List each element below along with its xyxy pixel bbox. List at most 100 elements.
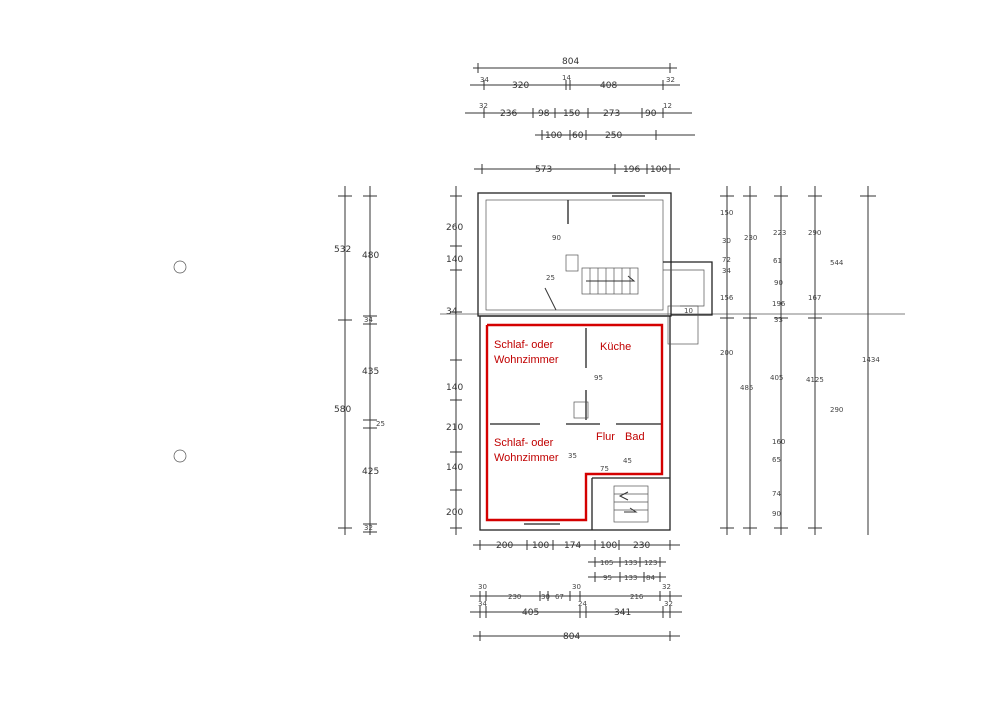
dim-label: 573 [535, 165, 552, 175]
dim-label: 133 [624, 559, 637, 567]
dim-label: 408 [600, 81, 617, 91]
dim-label: 34 [722, 267, 731, 275]
dim-label: 32 [662, 583, 671, 591]
dim-label: 90 [645, 109, 657, 119]
dim-label: 35 [568, 452, 577, 460]
dim-top-total: 804 [562, 57, 579, 67]
dim-label: 75 [600, 465, 609, 473]
dim-label: 95 [603, 574, 612, 582]
dim-label: 140 [446, 383, 463, 393]
dim-label: 90 [552, 234, 561, 242]
dim-label: 196 [772, 300, 786, 308]
dim-label: 98 [538, 109, 550, 119]
dim-label: 140 [446, 463, 463, 473]
dim-label: 90 [774, 279, 783, 287]
dim-label: 24 [578, 600, 587, 608]
dim-label: 30 [572, 583, 581, 591]
dim-label: 10 [684, 307, 693, 315]
dim-label: 273 [603, 109, 620, 119]
dim-label: 405 [522, 608, 539, 618]
dim-label: 160 [772, 438, 785, 446]
dim-label: 100 [532, 541, 549, 551]
dim-label: 1434 [862, 356, 880, 364]
room2-label-line2: Wohnzimmer [494, 452, 559, 464]
dim-label: 65 [772, 456, 781, 464]
dim-label: 14 [562, 74, 571, 82]
dim-label: 435 [362, 367, 379, 377]
dim-label: 34 [478, 600, 487, 608]
dim-label: 140 [446, 255, 463, 265]
dim-label: 480 [362, 251, 379, 261]
punch-hole-top [173, 260, 187, 274]
dim-label: 544 [830, 259, 844, 267]
dim-label: 196 [623, 165, 640, 175]
dim-label: 4125 [806, 376, 824, 384]
room-labels: Schlaf- oder Wohnzimmer Küche Flur Bad S… [494, 339, 645, 464]
dim-label: 260 [446, 223, 463, 233]
dim-label: 33 [774, 316, 783, 324]
plan-inner-dimensions: 90 25 95 35 75 10 45 [546, 234, 693, 473]
dim-label: 45 [623, 457, 632, 465]
dim-label: 34 [480, 76, 489, 84]
dim-label: 123 [644, 559, 657, 567]
dim-label: 72 [722, 256, 731, 264]
dim-label: 100 [650, 165, 667, 175]
dim-label: 174 [564, 541, 581, 551]
right-dimensions: 150 30 72 34 156 230 223 290 61 90 196 1… [720, 186, 880, 535]
punch-hole-bottom [173, 449, 187, 463]
dim-label: 12 [663, 102, 672, 110]
apartment-outline [485, 323, 664, 522]
dim-label: 425 [362, 467, 379, 477]
dim-label: 200 [446, 508, 463, 518]
dim-label: 34 [446, 307, 458, 317]
bath-label: Bad [625, 431, 645, 443]
dim-label: 32 [664, 600, 673, 608]
dim-label: 34 [364, 316, 373, 324]
dim-label: 30 [722, 237, 731, 245]
dim-bottom-total: 804 [563, 632, 580, 642]
dim-label: 223 [773, 229, 786, 237]
dim-label: 230 [633, 541, 650, 551]
hall-label: Flur [596, 431, 615, 443]
dim-label: 100 [545, 131, 562, 141]
dim-label: 320 [512, 81, 529, 91]
left-dimensions: 532 580 480 34 435 25 425 32 [334, 186, 385, 535]
dim-label: 236 [500, 109, 517, 119]
top-dimensions: 804 34 320 14 408 32 32 236 98 150 273 9… [465, 57, 695, 175]
dim-label: 133 [624, 574, 637, 582]
dim-label: 230 [744, 234, 757, 242]
dim-label: 74 [772, 490, 781, 498]
dim-label: 25 [546, 274, 555, 282]
dim-label: 100 [600, 541, 617, 551]
dim-label: 156 [720, 294, 734, 302]
dim-label: 32 [666, 76, 675, 84]
dim-label: 150 [720, 209, 733, 217]
dim-label: 95 [594, 374, 603, 382]
dim-label: 90 [772, 510, 781, 518]
dim-label: 30 [478, 583, 487, 591]
dim-label: 25 [376, 420, 385, 428]
kitchen-label: Küche [600, 341, 631, 353]
dim-label: 67 [555, 593, 564, 601]
dim-label: 532 [334, 245, 351, 255]
dim-label: 341 [614, 608, 631, 618]
dim-label: 32 [479, 102, 488, 110]
dim-label: 84 [646, 574, 655, 582]
dim-label: 290 [830, 406, 843, 414]
dim-label: 250 [605, 131, 622, 141]
dim-label: 60 [572, 131, 584, 141]
dim-label: 405 [770, 374, 783, 382]
dim-label: 580 [334, 405, 351, 415]
dim-label: 210 [446, 423, 463, 433]
dim-label: 200 [496, 541, 513, 551]
dim-label: 61 [773, 257, 782, 265]
dim-label: 216 [630, 593, 644, 601]
dim-label: 32 [364, 524, 373, 532]
dim-label: 150 [563, 109, 580, 119]
dim-label: 290 [808, 229, 821, 237]
dim-label: 230 [508, 593, 521, 601]
left-plan-dimensions: 260 140 34 140 210 140 200 [440, 186, 905, 535]
dim-label: 30 [541, 593, 550, 601]
dim-label: 485 [740, 384, 753, 392]
